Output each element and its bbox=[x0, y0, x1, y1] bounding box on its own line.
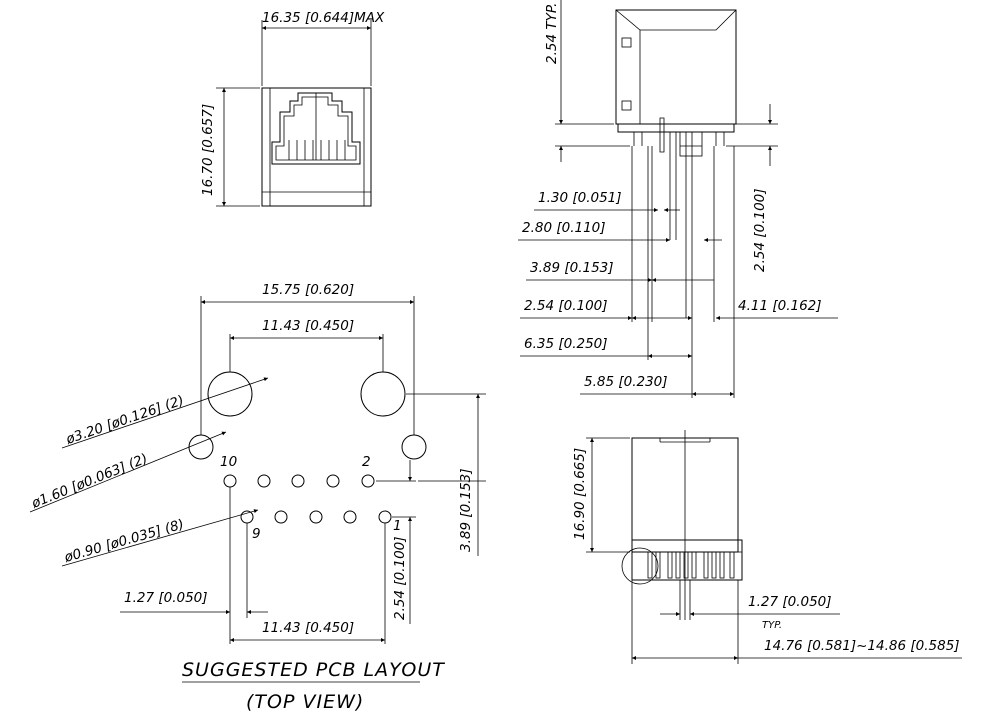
dim-585: 5.85 [0.230] bbox=[584, 374, 668, 390]
contact-pins bbox=[288, 140, 346, 160]
guide-hole-right bbox=[401, 434, 427, 460]
pcb-offset-389: 3.89 [0.153] bbox=[458, 468, 474, 552]
pin-label-1: 1 bbox=[393, 518, 402, 534]
side-view-body bbox=[615, 9, 737, 125]
pcb-width-bottom: 11.43 [0.450] bbox=[262, 620, 354, 636]
hole-160-dim: ø1.60 [ø0.063] (2) bbox=[29, 451, 150, 512]
pcb-title: SUGGESTED PCB LAYOUT bbox=[182, 659, 445, 681]
side-typ-dim: 2.54 TYP. bbox=[544, 3, 560, 64]
mount-hole-left bbox=[207, 371, 253, 417]
dim-254v: 2.54 [0.100] bbox=[752, 188, 768, 272]
front-height-dim: 16.70 [0.657] bbox=[200, 104, 216, 196]
bottom-pitch-dim: 1.27 [0.050] bbox=[748, 594, 832, 610]
bottom-pins bbox=[647, 551, 735, 579]
dim-254h: 2.54 [0.100] bbox=[524, 298, 608, 314]
pcb-pitch-127: 1.27 [0.050] bbox=[124, 590, 208, 606]
side-pins bbox=[633, 117, 725, 318]
bottom-typ: TYP. bbox=[762, 620, 782, 631]
pin-label-10: 10 bbox=[220, 454, 237, 470]
pin-holes bbox=[223, 474, 392, 524]
pcb-layout: 10 2 9 1 15.75 [0.620] 11.43 [0.450] ø3.… bbox=[29, 282, 486, 713]
pcb-subtitle: (TOP VIEW) bbox=[246, 691, 364, 713]
dim-389: 3.89 [0.153] bbox=[530, 260, 614, 276]
hole-320-dim: ø3.20 [ø0.126] (2) bbox=[63, 392, 186, 448]
bottom-width-range: 14.76 [0.581]~14.86 [0.585] bbox=[764, 638, 960, 654]
pcb-width-outer: 15.75 [0.620] bbox=[262, 282, 354, 298]
side-view: 2.54 TYP. 1.30 [0.051] 2.80 [0.110] 3.89… bbox=[518, 0, 838, 398]
dim-280: 2.80 [0.110] bbox=[522, 220, 606, 236]
bottom-view: 16.90 [0.665] 1.27 [0.050] TYP. 14.76 [0… bbox=[572, 430, 962, 664]
front-width-dim: 16.35 [0.644]MAX bbox=[262, 10, 385, 26]
front-view: 16.35 [0.644]MAX 16.70 [0.657] bbox=[200, 10, 385, 207]
pin-label-2: 2 bbox=[362, 454, 371, 470]
hole-090-dim: ø0.90 [ø0.035] (8) bbox=[62, 516, 186, 566]
pcb-width-inner: 11.43 [0.450] bbox=[262, 318, 354, 334]
dim-130: 1.30 [0.051] bbox=[538, 190, 622, 206]
pcb-pitch-254: 2.54 [0.100] bbox=[392, 536, 408, 620]
dim-635: 6.35 [0.250] bbox=[524, 336, 608, 352]
dim-411: 4.11 [0.162] bbox=[738, 298, 822, 314]
mount-hole-right bbox=[360, 371, 406, 417]
bottom-height-dim: 16.90 [0.665] bbox=[572, 448, 588, 540]
detail-circle bbox=[621, 547, 659, 585]
jack-opening bbox=[271, 92, 361, 165]
pin-label-9: 9 bbox=[252, 526, 261, 542]
front-view-body bbox=[261, 87, 372, 207]
